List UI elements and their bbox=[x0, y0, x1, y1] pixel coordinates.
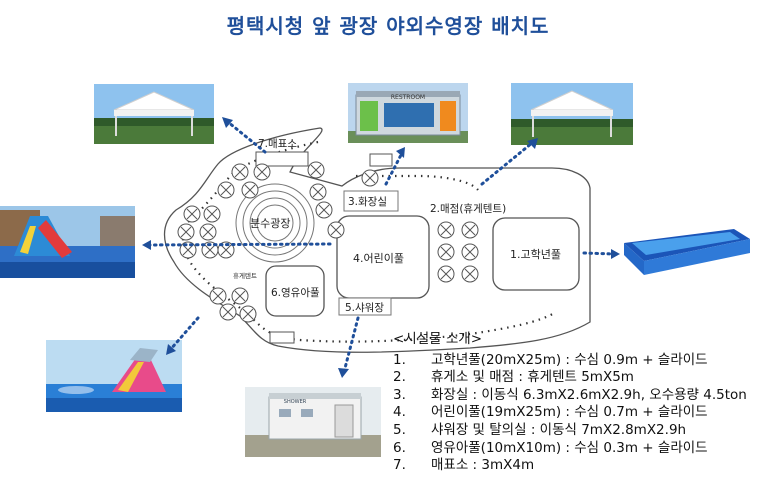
table-cross bbox=[234, 290, 246, 302]
label-rest-tent: 휴게텐트 bbox=[233, 271, 257, 280]
facility-list: <시설물 소개> 1. 고학년풀(20mX25m) : 수심 0.9m + 슬라이… bbox=[393, 331, 773, 475]
table-cross bbox=[212, 290, 224, 302]
dotted-rope bbox=[181, 140, 557, 343]
facility-item: 1. 고학년풀(20mX25m) : 수심 0.9m + 슬라이드 bbox=[393, 352, 773, 370]
tent-photo-right bbox=[511, 83, 633, 145]
table-cross bbox=[330, 224, 342, 236]
table-cross bbox=[312, 186, 324, 198]
pool-photo-right bbox=[622, 221, 752, 277]
facility-item: 4. 어린이풀(19mX25m) : 수심 0.7m + 슬라이드 bbox=[393, 404, 773, 422]
facility-list-heading: <시설물 소개> bbox=[393, 331, 483, 347]
facility-item-number: 1. bbox=[393, 351, 406, 368]
arrowhead-group bbox=[142, 117, 620, 378]
table-cross bbox=[256, 166, 268, 178]
facility-item-number: 6. bbox=[393, 439, 406, 456]
shower-photo: SHOWER bbox=[245, 387, 381, 457]
facility-item-text: 화장실 : 이동식 6.3mX2.6mX2.9h, 오수용량 4.5ton bbox=[431, 386, 747, 403]
label-kids-pool: 4.어린이풀 bbox=[353, 252, 404, 265]
facility-item: 2. 휴게소 및 매점 : 휴게텐트 5mX5m bbox=[393, 369, 773, 387]
table-cross bbox=[202, 226, 214, 238]
table-cross bbox=[440, 246, 452, 258]
restroom-photo: RESTROOM bbox=[348, 83, 468, 143]
table-cross bbox=[182, 244, 194, 256]
label-box-restroom bbox=[343, 190, 399, 212]
label-infant-pool: 6.영유아풀 bbox=[271, 287, 320, 299]
page-title: 평택시청 앞 광장 야외수영장 배치도 bbox=[226, 14, 550, 38]
facility-item: 3. 화장실 : 이동식 6.3mX2.6mX2.9h, 오수용량 4.5ton bbox=[393, 387, 773, 405]
label-shower: 5.샤워장 bbox=[345, 301, 384, 314]
table-cross bbox=[464, 224, 476, 236]
shower-sign: SHOWER bbox=[284, 399, 307, 405]
table-cross bbox=[440, 268, 452, 280]
restroom-box bbox=[369, 153, 393, 167]
facility-item: 6. 영유아풀(10mX10m) : 수심 0.3m + 슬라이드 bbox=[393, 440, 773, 458]
table-cross bbox=[222, 306, 234, 318]
table-group bbox=[177, 161, 479, 323]
table-cross bbox=[220, 244, 232, 256]
restroom-sign: RESTROOM bbox=[391, 94, 425, 101]
facility-item-text: 영유아풀(10mX10m) : 수심 0.3m + 슬라이드 bbox=[431, 439, 708, 456]
table-cross bbox=[464, 268, 476, 280]
facility-item: 7. 매표소 : 3mX4m bbox=[393, 457, 773, 475]
facility-item-text: 어린이풀(19mX25m) : 수심 0.7m + 슬라이드 bbox=[431, 404, 708, 421]
label-restroom: 3.화장실 bbox=[348, 196, 387, 208]
facility-item-text: 고학년풀(20mX25m) : 수심 0.9m + 슬라이드 bbox=[431, 351, 708, 368]
label-shop: 2.매점(휴게텐트) bbox=[430, 203, 506, 215]
label-fountain: 분수광장 bbox=[250, 217, 290, 230]
table-cross bbox=[234, 166, 246, 178]
shower-box bbox=[269, 331, 295, 344]
tent-photo-left bbox=[94, 84, 214, 144]
facility-item-number: 4. bbox=[393, 404, 406, 421]
table-cross bbox=[186, 208, 198, 220]
fountain-plaza bbox=[235, 183, 315, 263]
label-ticket: 7.매표소 bbox=[258, 138, 297, 150]
table-cross bbox=[244, 184, 256, 196]
table-cross bbox=[310, 164, 322, 176]
facility-item-number: 5. bbox=[393, 421, 406, 438]
facility-item-text: 샤워장 및 탈의실 : 이동식 7mX2.8mX2.9h bbox=[431, 421, 687, 438]
table-cross bbox=[180, 226, 192, 238]
label-box-shower bbox=[338, 297, 392, 316]
ticket-booth bbox=[255, 151, 309, 167]
table-cross bbox=[242, 308, 254, 320]
table-cross bbox=[318, 204, 330, 216]
slide-photo-left bbox=[0, 206, 135, 278]
facility-item: 5. 샤워장 및 탈의실 : 이동식 7mX2.8mX2.9h bbox=[393, 422, 773, 440]
facility-item-number: 3. bbox=[393, 386, 406, 403]
table-cross bbox=[440, 224, 452, 236]
table-cross bbox=[206, 208, 218, 220]
table-cross bbox=[220, 184, 232, 196]
facility-item-number: 2. bbox=[393, 369, 406, 386]
table-cross bbox=[364, 172, 376, 184]
slide-photo-bottom bbox=[46, 340, 182, 412]
facility-item-text: 매표소 : 3mX4m bbox=[431, 457, 535, 474]
facility-item-number: 7. bbox=[393, 457, 406, 474]
table-cross bbox=[464, 246, 476, 258]
label-senior-pool: 1.고학년풀 bbox=[510, 248, 561, 261]
site-boundary bbox=[163, 127, 591, 353]
senior-pool bbox=[492, 217, 580, 291]
table-cross bbox=[204, 244, 216, 256]
arrow-group bbox=[146, 120, 616, 374]
facility-item-text: 휴게소 및 매점 : 휴게텐트 5mX5m bbox=[431, 369, 634, 386]
infant-pool bbox=[265, 265, 325, 317]
